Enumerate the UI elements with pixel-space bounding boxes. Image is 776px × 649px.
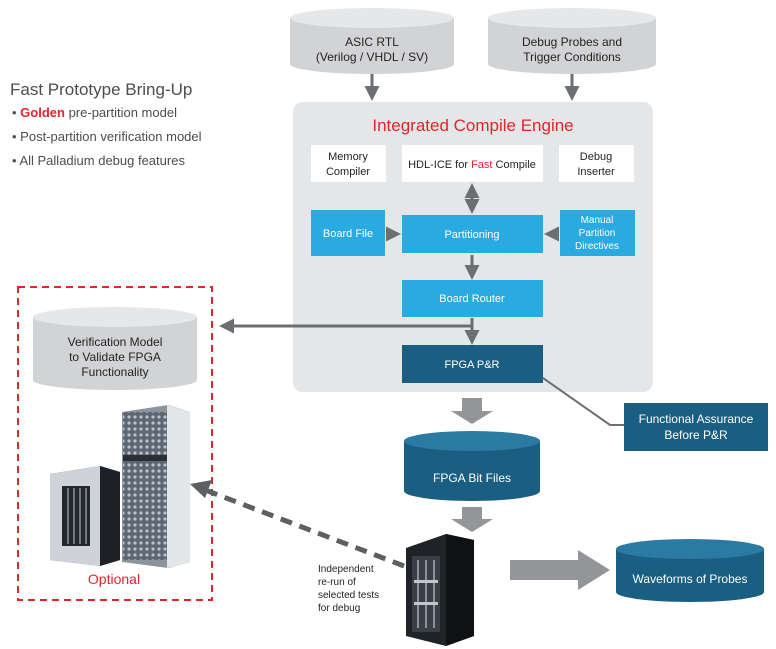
board-router-label: Board Router [439,293,505,305]
bullet-palladium: • All Palladium debug features [12,153,185,168]
protium-system-image [406,534,474,646]
fpga-pr-label: FPGA P&R [444,359,499,371]
rerun-label-3: selected tests [318,590,379,601]
manual-partition-label-1: Manual [581,215,614,226]
verification-model-label-1: Verification Model [68,335,163,349]
functional-assurance-box [624,403,768,451]
dashed-arrow-to-palladium [199,485,405,569]
partitioning-box [402,215,543,253]
bullet-1-text: pre-partition model [69,105,177,120]
fpga-pr-box [402,345,543,383]
fast-highlight: Fast [471,159,492,171]
functional-assurance-label-1: Functional Assurance [639,412,754,426]
debug-inserter-label: Debug [580,151,612,163]
verification-model-label-2: to Validate FPGA [69,350,161,364]
golden-highlight: Golden [20,105,65,120]
arrow-to-waveforms [510,550,610,590]
dashed-arrow-head [190,480,212,498]
engine-title: Integrated Compile Engine [372,116,573,135]
memory-compiler-label-2: Compiler [326,166,370,178]
hdl-ice-box [402,145,543,182]
manual-partition-box [560,210,635,256]
manual-partition-label-3: Directives [575,241,619,252]
memory-compiler-label: Memory [328,151,368,163]
asic-rtl-label: ASIC RTL [345,35,399,49]
debug-inserter-label-2: Inserter [577,166,615,178]
waveforms-cylinder: Waveforms of Probes [616,539,764,602]
debug-probes-label: Debug Probes and [522,35,622,49]
functional-assurance-label-2: Before P&R [664,428,728,442]
arrow-to-bit-files [451,398,493,424]
asic-rtl-sublabel: (Verilog / VHDL / SV) [316,50,428,64]
fpga-bit-files-label: FPGA Bit Files [433,471,511,485]
optional-label: Optional [88,571,140,587]
bullet-post-partition: • Post-partition verification model [12,129,202,144]
board-file-box [311,210,385,256]
debug-probes-cylinder: Debug Probes and Trigger Conditions [488,8,656,74]
fpga-bit-files-cylinder: FPGA Bit Files [404,431,540,501]
palladium-system-image [50,405,190,568]
debug-inserter-box [559,145,634,182]
debug-probes-sublabel: Trigger Conditions [523,50,621,64]
asic-rtl-cylinder: ASIC RTL (Verilog / VHDL / SV) [290,8,454,74]
bullet-3-text: All Palladium debug features [19,153,185,168]
partitioning-label: Partitioning [444,229,499,241]
hdl-ice-label: HDL-ICE for Fast Compile [408,159,536,171]
board-file-label: Board File [323,228,373,240]
memory-compiler-box [311,145,386,182]
board-router-box [402,280,543,317]
bullet-2-text: Post-partition verification model [20,129,201,144]
verification-model-label-3: Functionality [81,365,148,379]
optional-region [17,286,213,601]
left-panel-title: Fast Prototype Bring-Up [10,80,192,99]
rerun-label-1: Independent [318,564,374,575]
rerun-label-4: for debug [318,603,360,614]
verification-model-cylinder: Verification Model to Validate FPGA Func… [33,307,197,390]
assurance-connector [542,377,624,426]
bullet-golden: • Golden pre-partition model [12,105,177,120]
arrow-to-protium [451,507,493,532]
rerun-label-2: re-run of [318,577,356,588]
waveforms-label: Waveforms of Probes [633,572,748,586]
manual-partition-label-2: Partition [579,228,616,239]
